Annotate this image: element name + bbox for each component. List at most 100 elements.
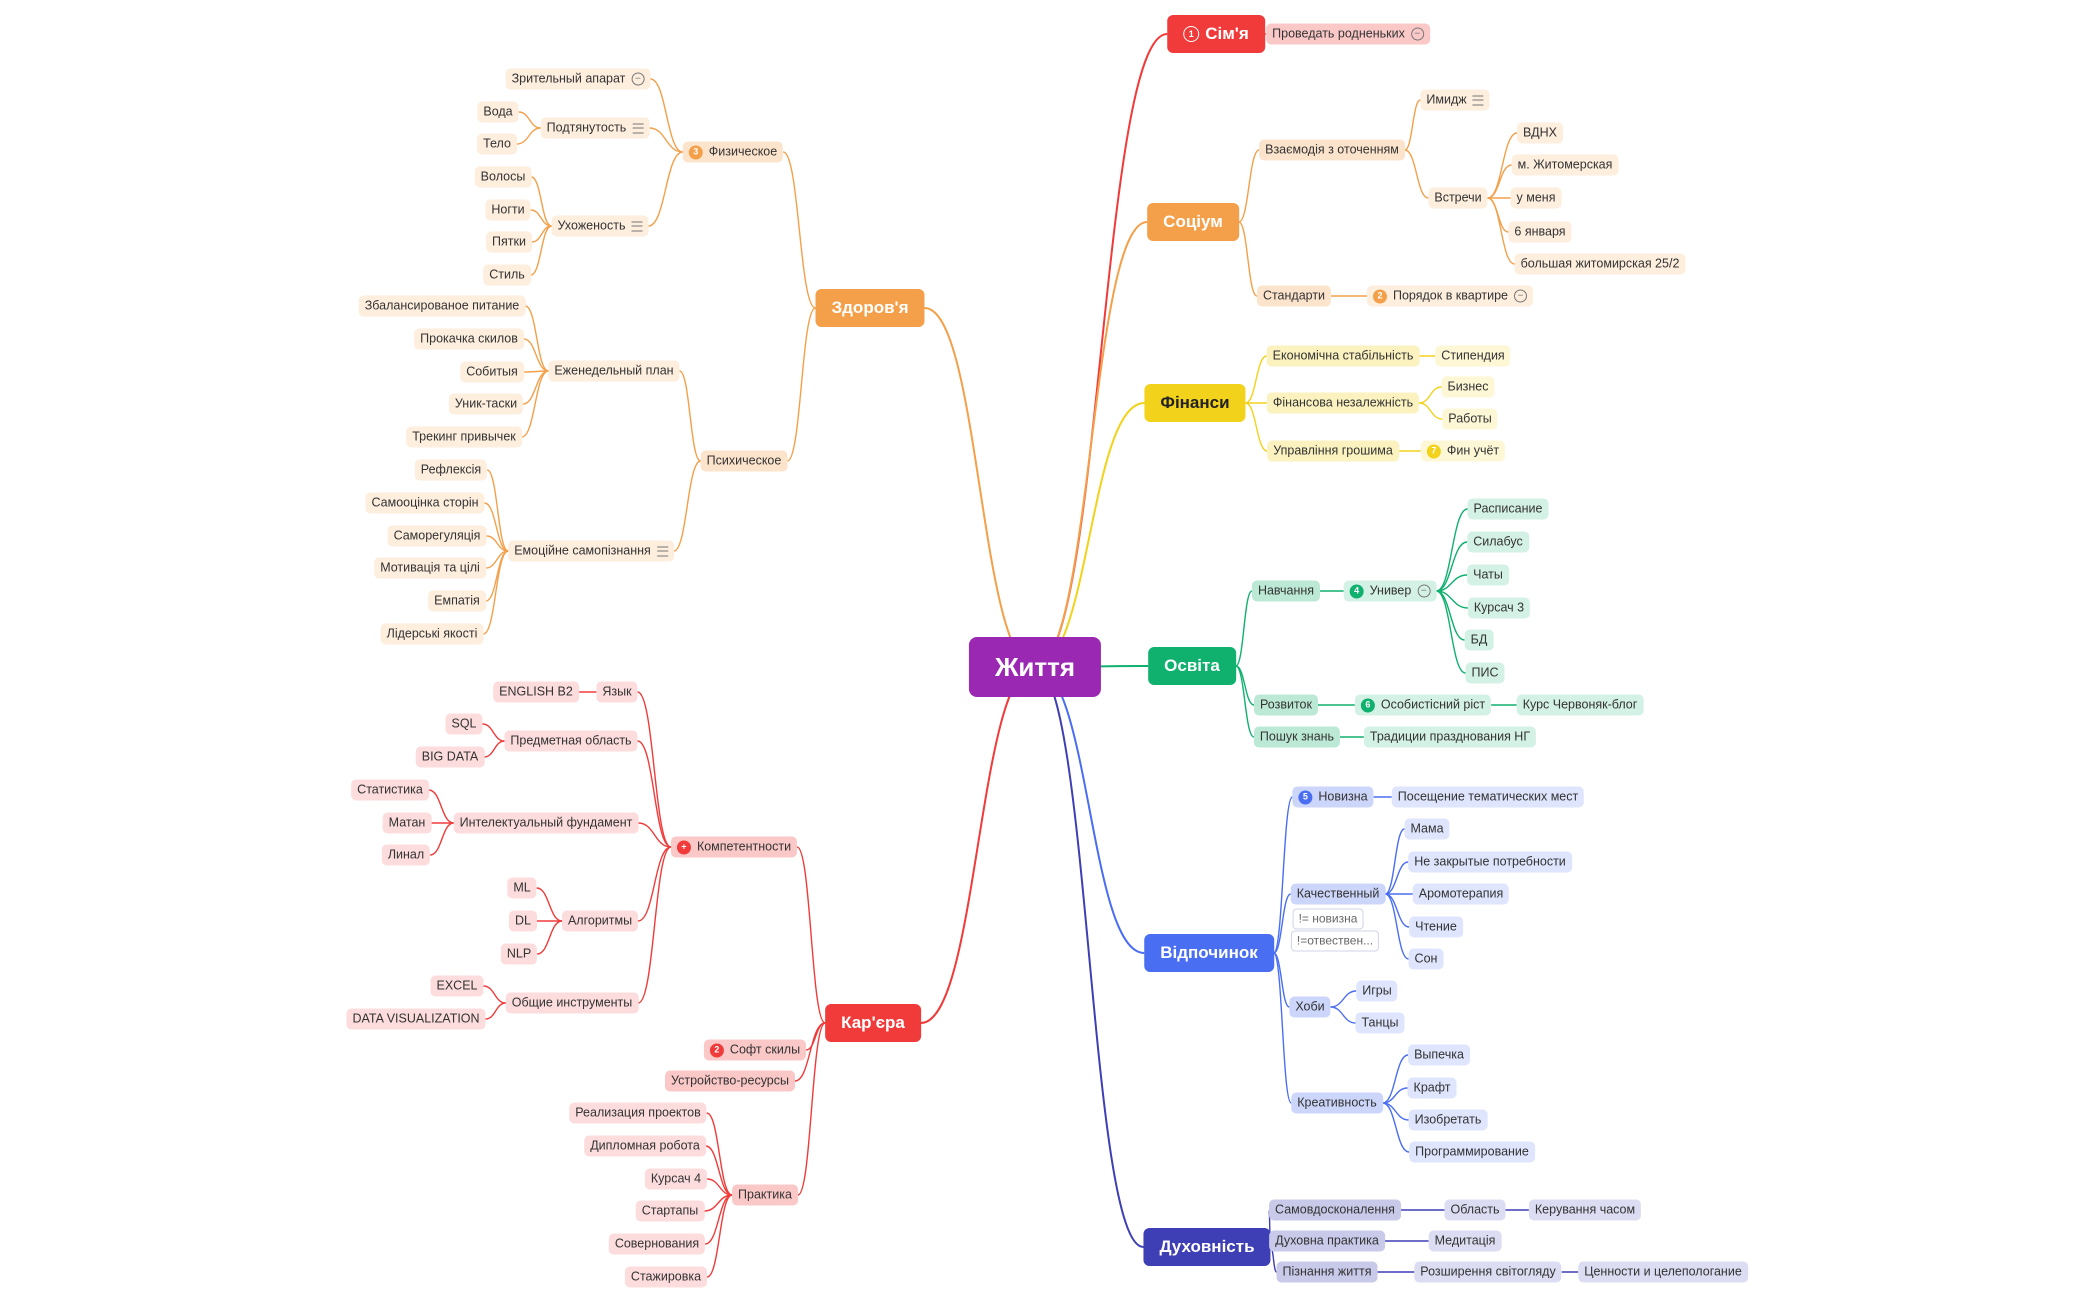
topic-node[interactable]: DATA VISUALIZATION <box>346 1008 486 1030</box>
topic-node[interactable]: EXCEL <box>430 975 484 997</box>
topic-node[interactable]: Предметная область <box>504 730 638 752</box>
topic-node[interactable]: Стартапы <box>635 1200 705 1222</box>
branch-node[interactable]: Здоров'я <box>815 289 925 327</box>
topic-node[interactable]: Матан <box>382 812 432 834</box>
topic-node[interactable]: ENGLISH B2 <box>493 681 579 703</box>
topic-node[interactable]: Расписание <box>1467 498 1549 520</box>
collapse-icon[interactable]: − <box>631 72 645 86</box>
topic-node[interactable]: Уник-таски <box>448 393 524 415</box>
collapse-icon[interactable]: − <box>1514 289 1528 303</box>
topic-node[interactable]: Проведать родненьких− <box>1266 23 1430 45</box>
topic-node[interactable]: Чтение <box>1409 916 1463 938</box>
topic-node[interactable]: Фінансова незалежність <box>1266 392 1420 414</box>
topic-node[interactable]: большая житомирская 25/2 <box>1514 253 1686 275</box>
topic-node[interactable]: Интелектуальный фундамент <box>453 812 639 834</box>
topic-node[interactable]: Линал <box>381 844 431 866</box>
topic-node[interactable]: Вода <box>477 101 519 123</box>
topic-node[interactable]: БД <box>1464 629 1494 651</box>
branch-node[interactable]: Соціум <box>1147 203 1239 241</box>
topic-node[interactable]: DL <box>509 910 537 932</box>
branch-node[interactable]: Освіта <box>1148 647 1236 685</box>
topic-node[interactable]: Самовдосконалення <box>1269 1199 1401 1221</box>
topic-node[interactable]: Креативность <box>1291 1092 1383 1114</box>
topic-node[interactable]: Реализация проектов <box>569 1102 707 1124</box>
topic-node[interactable]: Статистика <box>351 779 429 801</box>
topic-node[interactable]: Лідерські якості <box>380 623 484 645</box>
topic-node[interactable]: Хоби <box>1289 996 1331 1018</box>
topic-node[interactable]: Зрительный апарат− <box>505 68 651 90</box>
topic-node[interactable]: 6 января <box>1508 221 1572 243</box>
topic-node[interactable]: Устройство-ресурсы <box>664 1070 796 1092</box>
topic-node[interactable]: Управління грошима <box>1267 440 1399 462</box>
topic-node[interactable]: Имидж <box>1420 89 1490 111</box>
topic-node[interactable]: Мотивація та цілі <box>374 557 486 579</box>
topic-node[interactable]: Дипломная робота <box>584 1135 706 1157</box>
topic-node[interactable]: BIG DATA <box>415 746 485 768</box>
topic-node[interactable]: Программирование <box>1409 1141 1535 1163</box>
topic-node[interactable]: Практика <box>732 1184 798 1206</box>
topic-node[interactable]: Не закрытые потребности <box>1408 851 1572 873</box>
collapse-icon[interactable]: − <box>1417 584 1431 598</box>
topic-node[interactable]: Танцы <box>1355 1012 1405 1034</box>
topic-node[interactable]: Традиции празднования НГ <box>1363 726 1537 748</box>
branch-node[interactable]: Кар'єра <box>825 1004 921 1042</box>
topic-node[interactable]: Язык <box>596 681 638 703</box>
topic-node[interactable]: Самооцінка сторін <box>365 492 485 514</box>
topic-node[interactable]: Сон <box>1408 948 1444 970</box>
topic-node[interactable]: Саморегуляція <box>387 525 487 547</box>
topic-node[interactable]: Встречи <box>1428 187 1488 209</box>
topic-node[interactable]: Стажировка <box>624 1266 708 1288</box>
topic-node[interactable]: Розвиток <box>1254 694 1318 716</box>
topic-node[interactable]: Бизнес <box>1441 376 1495 398</box>
branch-node[interactable]: Духовність <box>1143 1228 1271 1266</box>
topic-node[interactable]: Общие инструменты <box>505 992 639 1014</box>
topic-node[interactable]: Силабус <box>1467 531 1529 553</box>
topic-node[interactable]: Качественный <box>1290 883 1386 905</box>
topic-node[interactable]: Стипендия <box>1435 345 1511 367</box>
collapse-icon[interactable]: − <box>1410 27 1424 41</box>
topic-node[interactable]: Тело <box>477 133 517 155</box>
topic-node[interactable]: Еженедельный план <box>548 360 680 382</box>
topic-node[interactable]: SQL <box>445 713 483 735</box>
topic-node[interactable]: Курсач 3 <box>1467 597 1531 619</box>
topic-node[interactable]: Игры <box>1356 980 1398 1002</box>
topic-node[interactable]: Ценности и целепологание <box>1578 1261 1748 1283</box>
topic-node[interactable]: м. Житомерская <box>1511 154 1619 176</box>
topic-node[interactable]: Алгоритмы <box>561 910 639 932</box>
topic-node[interactable]: Собитыя <box>460 361 524 383</box>
topic-node[interactable]: ML <box>507 877 537 899</box>
topic-node[interactable]: Курсач 4 <box>644 1168 708 1190</box>
topic-node[interactable]: Курс Червоняк-блог <box>1516 694 1644 716</box>
topic-node[interactable]: Посещение тематических мест <box>1391 786 1585 808</box>
branch-node[interactable]: Фінанси <box>1144 384 1246 422</box>
topic-node[interactable]: Ухоженость <box>551 215 649 237</box>
topic-node[interactable]: Выпечка <box>1408 1044 1470 1066</box>
topic-node[interactable]: Навчання <box>1251 580 1321 602</box>
topic-node[interactable]: Пізнання життя <box>1276 1261 1378 1283</box>
topic-node[interactable]: Совернования <box>608 1233 706 1255</box>
topic-node[interactable]: Волосы <box>474 166 532 188</box>
topic-node[interactable]: Аромотерапия <box>1412 883 1510 905</box>
topic-node[interactable]: Прокачка скилов <box>414 328 524 350</box>
topic-node[interactable]: Медитація <box>1428 1230 1502 1252</box>
topic-node[interactable]: Подтянутость <box>540 117 650 139</box>
topic-node[interactable]: +Компетентности <box>670 836 798 858</box>
topic-node[interactable]: Стиль <box>483 264 531 286</box>
topic-node[interactable]: ПИС <box>1465 662 1505 684</box>
topic-node[interactable]: Емоційне самопізнання <box>508 540 674 562</box>
topic-node[interactable]: Емпатія <box>428 590 486 612</box>
topic-node[interactable]: Пошук знань <box>1253 726 1341 748</box>
topic-node[interactable]: Область <box>1444 1199 1506 1221</box>
topic-node[interactable]: Збалансированое питание <box>358 295 526 317</box>
topic-node[interactable]: Трекинг привычек <box>406 426 522 448</box>
topic-node[interactable]: Работы <box>1442 408 1498 430</box>
topic-node[interactable]: Керування часом <box>1528 1199 1642 1221</box>
topic-node[interactable]: Чаты <box>1467 564 1509 586</box>
topic-node[interactable]: Ногти <box>485 199 531 221</box>
